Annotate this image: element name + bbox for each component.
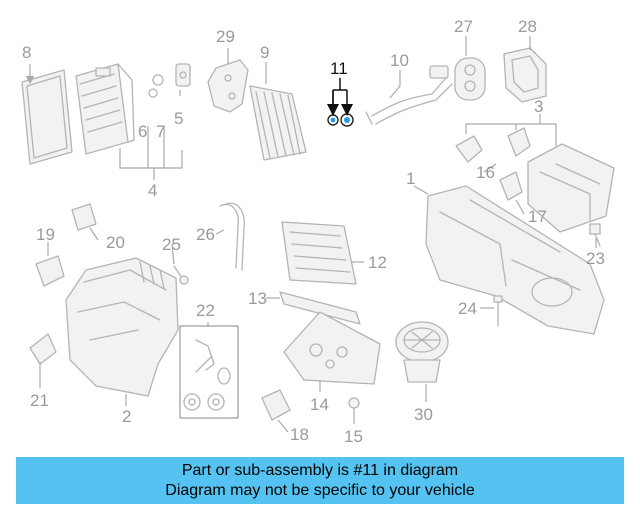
part-2-lower-housing [65, 257, 179, 397]
callout-25: 25 [162, 235, 181, 254]
callout-1: 1 [406, 169, 415, 188]
callout-28: 28 [518, 17, 537, 36]
part-8-filter-pad [21, 69, 73, 165]
part-1-housing [425, 185, 605, 335]
callout-27: 27 [454, 17, 473, 36]
part-18-module [261, 389, 291, 421]
callout-20: 20 [106, 233, 125, 252]
part-14-tray [283, 311, 381, 385]
callout-3: 3 [534, 97, 543, 116]
callout-16: 16 [476, 163, 495, 182]
callout-2: 2 [122, 407, 131, 426]
part-3-upper-case [527, 143, 615, 233]
part-22-kit [179, 325, 239, 419]
part-11-seals [327, 113, 354, 127]
callout-6: 6 [138, 122, 147, 141]
callout-19: 19 [36, 225, 55, 244]
part-29-bracket [207, 59, 249, 113]
part-12-cabin-filter [281, 221, 357, 285]
part-21-bracket [29, 333, 57, 365]
callout-29: 29 [216, 27, 235, 46]
callout-24: 24 [458, 299, 477, 318]
callout-30: 30 [414, 405, 433, 424]
part-19-bracket [35, 255, 65, 287]
parts-diagram: 8 6 7 5 4 29 9 11 10 27 28 3 16 17 1 23 … [21, 17, 615, 446]
part-30-blower [395, 321, 449, 383]
part-15-screw [348, 397, 360, 421]
part-7-oring [148, 88, 158, 98]
part-9-heater-core [249, 85, 307, 161]
banner-line-2: Diagram may not be specific to your vehi… [165, 481, 475, 499]
part-28-grommet [503, 47, 547, 103]
callout-17: 17 [528, 207, 547, 226]
callout-4: 4 [148, 181, 157, 200]
callout-5: 5 [174, 109, 183, 128]
leader-lines [25, 36, 597, 433]
part-6-oring [152, 74, 164, 86]
callout-21: 21 [30, 391, 49, 410]
part-26-hose [219, 202, 245, 271]
info-banner: Part or sub-assembly is #11 in diagram D… [16, 457, 624, 504]
part-24-screw [493, 295, 503, 327]
callout-numbers: 8 6 7 5 4 29 9 11 10 27 28 3 16 17 1 23 … [22, 17, 605, 446]
part-23-clip [589, 223, 601, 247]
callout-13: 13 [248, 289, 267, 308]
callout-9: 9 [260, 43, 269, 62]
part-17-actuator [499, 171, 523, 201]
callout-23: 23 [586, 249, 605, 268]
callout-8: 8 [22, 43, 31, 62]
part-10-pipes [365, 65, 453, 125]
part-13-strip [279, 291, 361, 325]
banner-line-1: Part or sub-assembly is #11 in diagram [181, 461, 459, 479]
part-25-screw [173, 265, 189, 285]
part-evaporator [75, 63, 135, 155]
callout-14: 14 [310, 395, 329, 414]
callout-15: 15 [344, 427, 363, 446]
callout-7: 7 [156, 122, 165, 141]
part-16-actuator [455, 127, 531, 163]
callout-18: 18 [290, 425, 309, 444]
callout-11: 11 [330, 59, 348, 78]
callout-26: 26 [196, 225, 215, 244]
part-5-valve [175, 63, 191, 87]
part-20-clip [71, 203, 97, 231]
callout-12: 12 [368, 253, 387, 272]
callout-10: 10 [390, 51, 409, 70]
part-27-grommet [454, 57, 486, 101]
callout-22: 22 [196, 301, 215, 320]
